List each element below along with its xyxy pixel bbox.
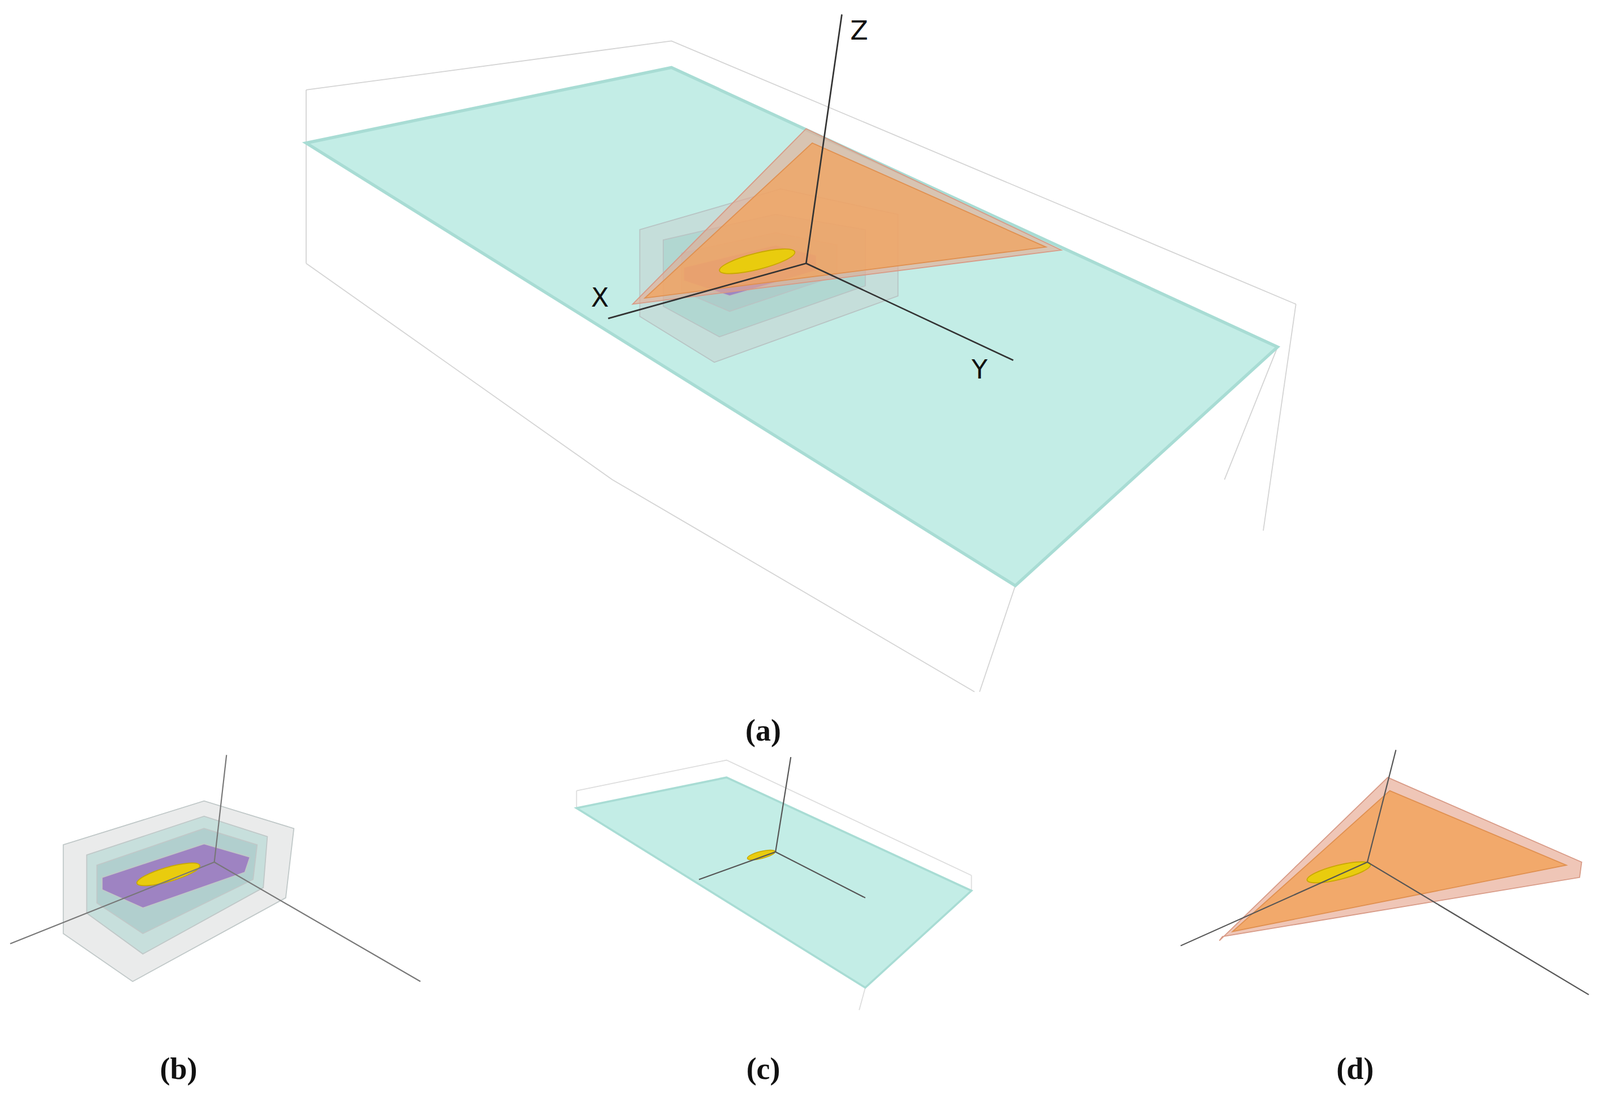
axes-b — [10, 755, 421, 982]
panel-label: (a) — [745, 713, 782, 749]
panel-c-domain — [576, 760, 972, 1011]
refinement-boxes-b — [63, 801, 294, 982]
ship-hull — [135, 858, 203, 891]
axes-c — [698, 757, 866, 899]
panel-label: (c) — [746, 1051, 781, 1087]
panel-label: (b) — [160, 1051, 198, 1087]
ship-hull — [717, 243, 797, 279]
kelvin-wedge-d — [1219, 777, 1582, 941]
free-surface-plane — [306, 67, 1278, 586]
free-surface-plane — [576, 777, 972, 988]
axes-d — [1180, 749, 1589, 995]
panel-a-domain — [306, 40, 1297, 692]
ship-hull — [746, 848, 776, 862]
kelvin-wedge-a — [632, 128, 1062, 304]
axis-label: Z — [850, 15, 869, 46]
axes-a — [608, 14, 1014, 361]
ship-hull — [1305, 858, 1372, 888]
axis-label: Y — [971, 354, 988, 385]
panel-label: (d) — [1336, 1051, 1374, 1087]
axis-label: X — [590, 282, 609, 313]
